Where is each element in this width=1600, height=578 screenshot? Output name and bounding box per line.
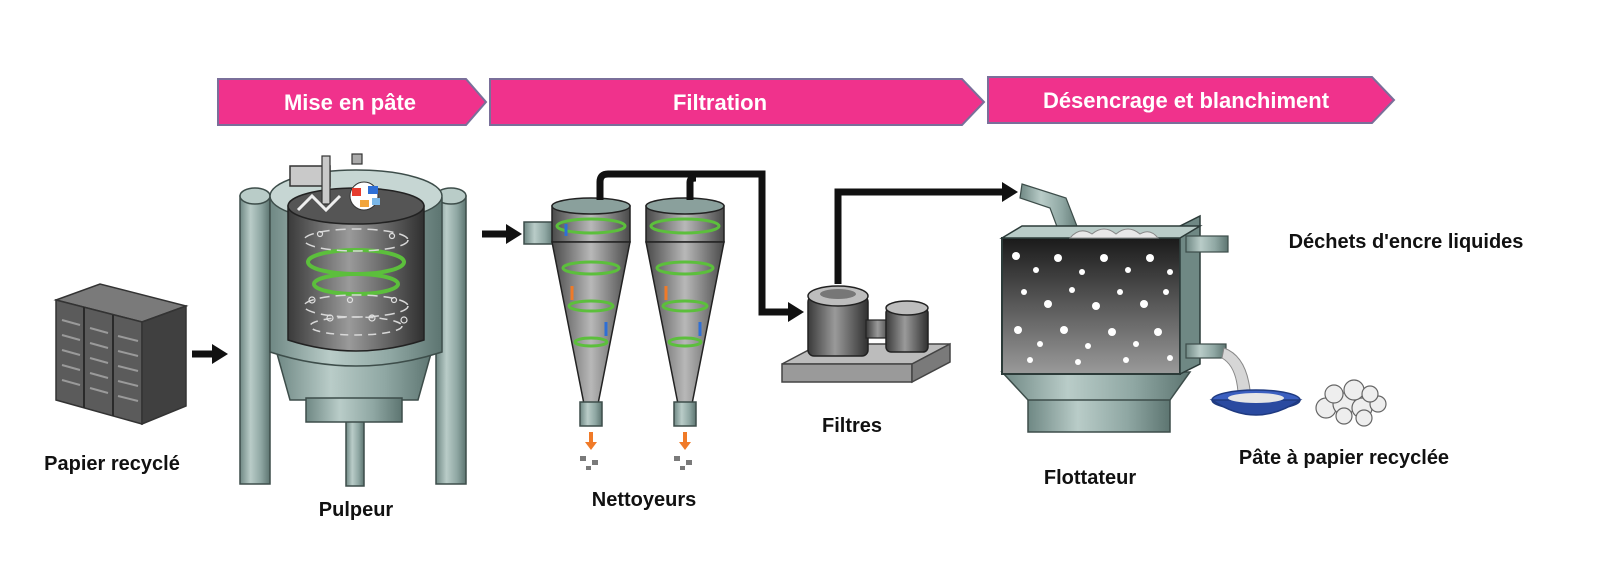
filter-icon — [781, 285, 951, 384]
pipe-filters-to-flotation — [834, 188, 1004, 284]
pipe-cleaner-2 — [686, 174, 697, 200]
label-flottateur: Flottateur — [1044, 467, 1136, 489]
stage-label-filtration: Filtration — [673, 90, 767, 115]
stage-label-mise-en-pate: Mise en pâte — [284, 90, 416, 115]
label-nettoyeurs: Nettoyeurs — [592, 489, 696, 511]
paper-bales-icon — [53, 283, 189, 426]
cleaner-2-icon — [645, 197, 725, 470]
arrow-to-pulper — [192, 344, 228, 364]
stage-banner-filtration: Filtration — [489, 78, 986, 126]
recycled-pulp-pile-icon — [1315, 379, 1387, 427]
stage-label-desencrage: Désencrage et blanchiment — [1043, 88, 1330, 113]
arrow-to-filters — [788, 302, 804, 322]
label-pate-recyclee: Pâte à papier recyclée — [1239, 447, 1449, 469]
pulper-icon — [239, 153, 467, 487]
recycled-pulp-bowl-icon — [1209, 389, 1303, 416]
arrow-to-flotation — [1002, 182, 1018, 202]
label-dechets-encre: Déchets d'encre liquides — [1289, 231, 1524, 253]
label-filtres: Filtres — [822, 415, 882, 437]
cleaner-1-icon — [523, 197, 631, 470]
arrow-to-cleaners — [482, 224, 522, 244]
stage-banner-mise-en-pate: Mise en pâte — [217, 78, 488, 126]
label-papier-recycle: Papier recyclé — [44, 453, 180, 475]
stage-banner-desencrage: Désencrage et blanchiment — [987, 76, 1396, 124]
pipe-cleaners-to-filters — [596, 170, 790, 316]
flotation-cell-icon — [999, 183, 1251, 433]
label-pulpeur: Pulpeur — [319, 499, 394, 521]
